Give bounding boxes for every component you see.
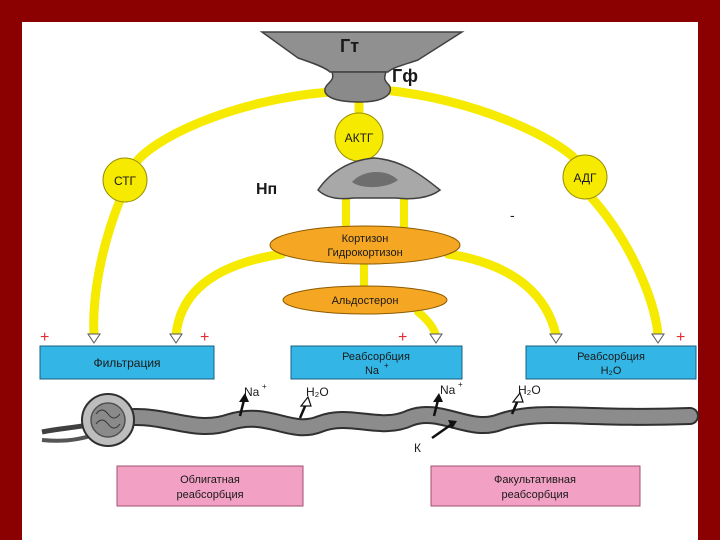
tubule-na-sup-2: + — [458, 380, 463, 389]
adrenal-medulla — [352, 171, 398, 188]
stg-label: СТГ — [114, 174, 137, 188]
tubule-na-label-1: Na — [244, 385, 260, 399]
arrow-na-2-head — [433, 393, 443, 402]
facultative-reabsorption-box — [430, 465, 641, 507]
arrow-head-filtration-left — [87, 333, 101, 344]
flow-paths — [89, 85, 663, 340]
plus-reabs-water: + — [676, 329, 685, 346]
plus-filtration-right: + — [200, 329, 209, 346]
frame-right — [698, 0, 720, 540]
tubule-water-label-1: H₂O — [306, 385, 329, 399]
flow-pituitary-adg — [379, 85, 583, 167]
aldosterone-oval — [282, 285, 448, 315]
adg-circle — [562, 154, 608, 200]
minus-sign: - — [510, 207, 515, 223]
reabs-water-label-line2: H₂O — [601, 365, 622, 377]
tubule-water-label-2: H₂O — [518, 383, 541, 397]
arrow-heads — [87, 333, 665, 344]
reabs-water-box — [525, 345, 697, 380]
flow-cortisol-adg-branch — [443, 249, 561, 340]
hypothalamus-label: Гт — [340, 36, 359, 56]
cortisol-oval — [269, 225, 461, 265]
glomerulus-loops — [95, 409, 121, 429]
filtration-box — [39, 345, 215, 380]
cortisol-label-line1: Кортизон — [342, 233, 389, 245]
facultative-label-line1: Факультативная — [494, 474, 576, 486]
tubule-k-label: К — [414, 441, 421, 455]
stg-circle — [102, 157, 148, 203]
hypothalamus-shape — [259, 31, 465, 73]
flow-stg-filtration — [89, 195, 125, 340]
frame-left — [0, 0, 22, 540]
arrow-na-1 — [238, 399, 246, 417]
tubule-na-sup-1: + — [262, 382, 267, 391]
filtration-label: Фильтрация — [93, 356, 160, 370]
obligate-label-line2: реабсорбция — [176, 489, 243, 501]
reabs-na-box — [290, 345, 463, 380]
aldosterone-label: Альдостерон — [332, 295, 399, 307]
obligate-label-line1: Облигатная — [180, 474, 240, 486]
facultative-label-line2: реабсорбция — [501, 489, 568, 501]
arrow-head-reabs-water-left — [549, 333, 563, 344]
glomerulus-core — [90, 402, 126, 438]
adg-label: АДГ — [573, 171, 597, 185]
reabs-na-label-line2: Na — [365, 365, 380, 377]
flow-adg-reabs-water — [585, 191, 663, 340]
arrow-head-reabs-water-right — [651, 333, 665, 344]
arrow-head-reabs-na — [429, 333, 443, 344]
plus-filtration-left: + — [40, 329, 49, 346]
pituitary-shape — [324, 71, 392, 103]
reabs-water-label-line1: Реабсорбция — [577, 351, 645, 363]
tubule-arrows — [238, 391, 524, 440]
obligate-reabsorption-box — [116, 465, 304, 507]
actg-label: АКТГ — [345, 131, 374, 145]
flow-pituitary-stg — [129, 87, 335, 170]
cortisol-label-line2: Гидрокортизон — [327, 247, 402, 259]
tubule-lumen — [103, 407, 697, 435]
tubule-na-label-2: Na — [440, 383, 456, 397]
reabs-na-label-line1: Реабсорбция — [342, 351, 410, 363]
arrow-head-filtration-right — [169, 333, 183, 344]
pituitary-label: Гф — [392, 66, 418, 86]
arrow-k-head — [448, 420, 457, 429]
flow-cortisol-filtration — [171, 249, 287, 340]
arrow-water-2-head — [511, 391, 524, 403]
arrow-na-2 — [432, 399, 440, 417]
reabs-na-label-sup: + — [384, 361, 389, 370]
adrenal-label: Нп — [256, 181, 277, 198]
arrow-na-1-head — [239, 393, 249, 402]
nephron-illustration — [41, 393, 699, 447]
plus-reabs-na: + — [398, 329, 407, 346]
frame-top — [0, 0, 720, 22]
arrow-k — [431, 422, 453, 440]
flow-aldosterone-reabs-na — [414, 308, 440, 340]
arrow-water-1-head — [299, 395, 312, 407]
